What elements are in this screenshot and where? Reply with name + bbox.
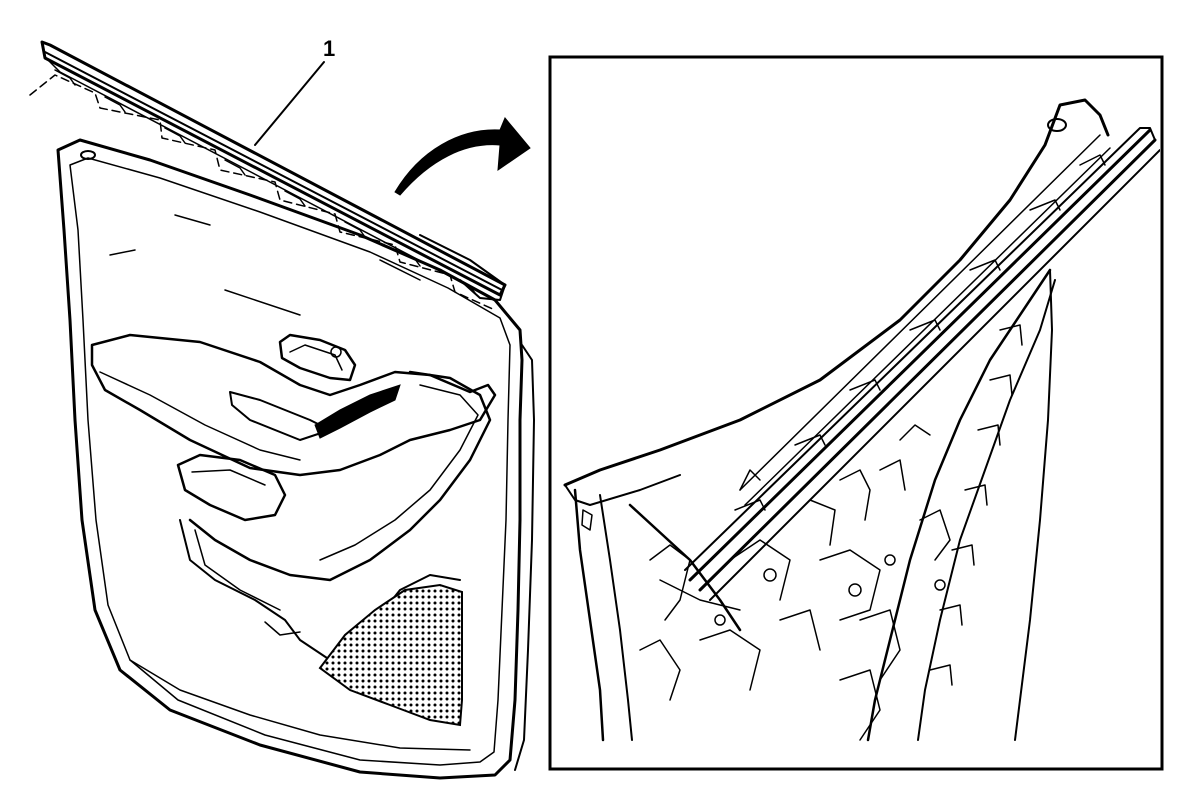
strip-clips [54, 69, 476, 294]
detail-view-content [563, 98, 1160, 742]
window-belt-sealing-strip [29, 40, 507, 311]
frame-ribs [929, 324, 1023, 686]
detail-strip-clips [734, 154, 1106, 511]
door-internal-brackets [639, 424, 951, 741]
door-trim-panel [56, 138, 535, 780]
curved-arrow-icon [394, 117, 531, 196]
detail-view-frame [548, 55, 1164, 771]
callout-1: 1 [254, 36, 335, 146]
callout-1-label: 1 [323, 36, 335, 61]
